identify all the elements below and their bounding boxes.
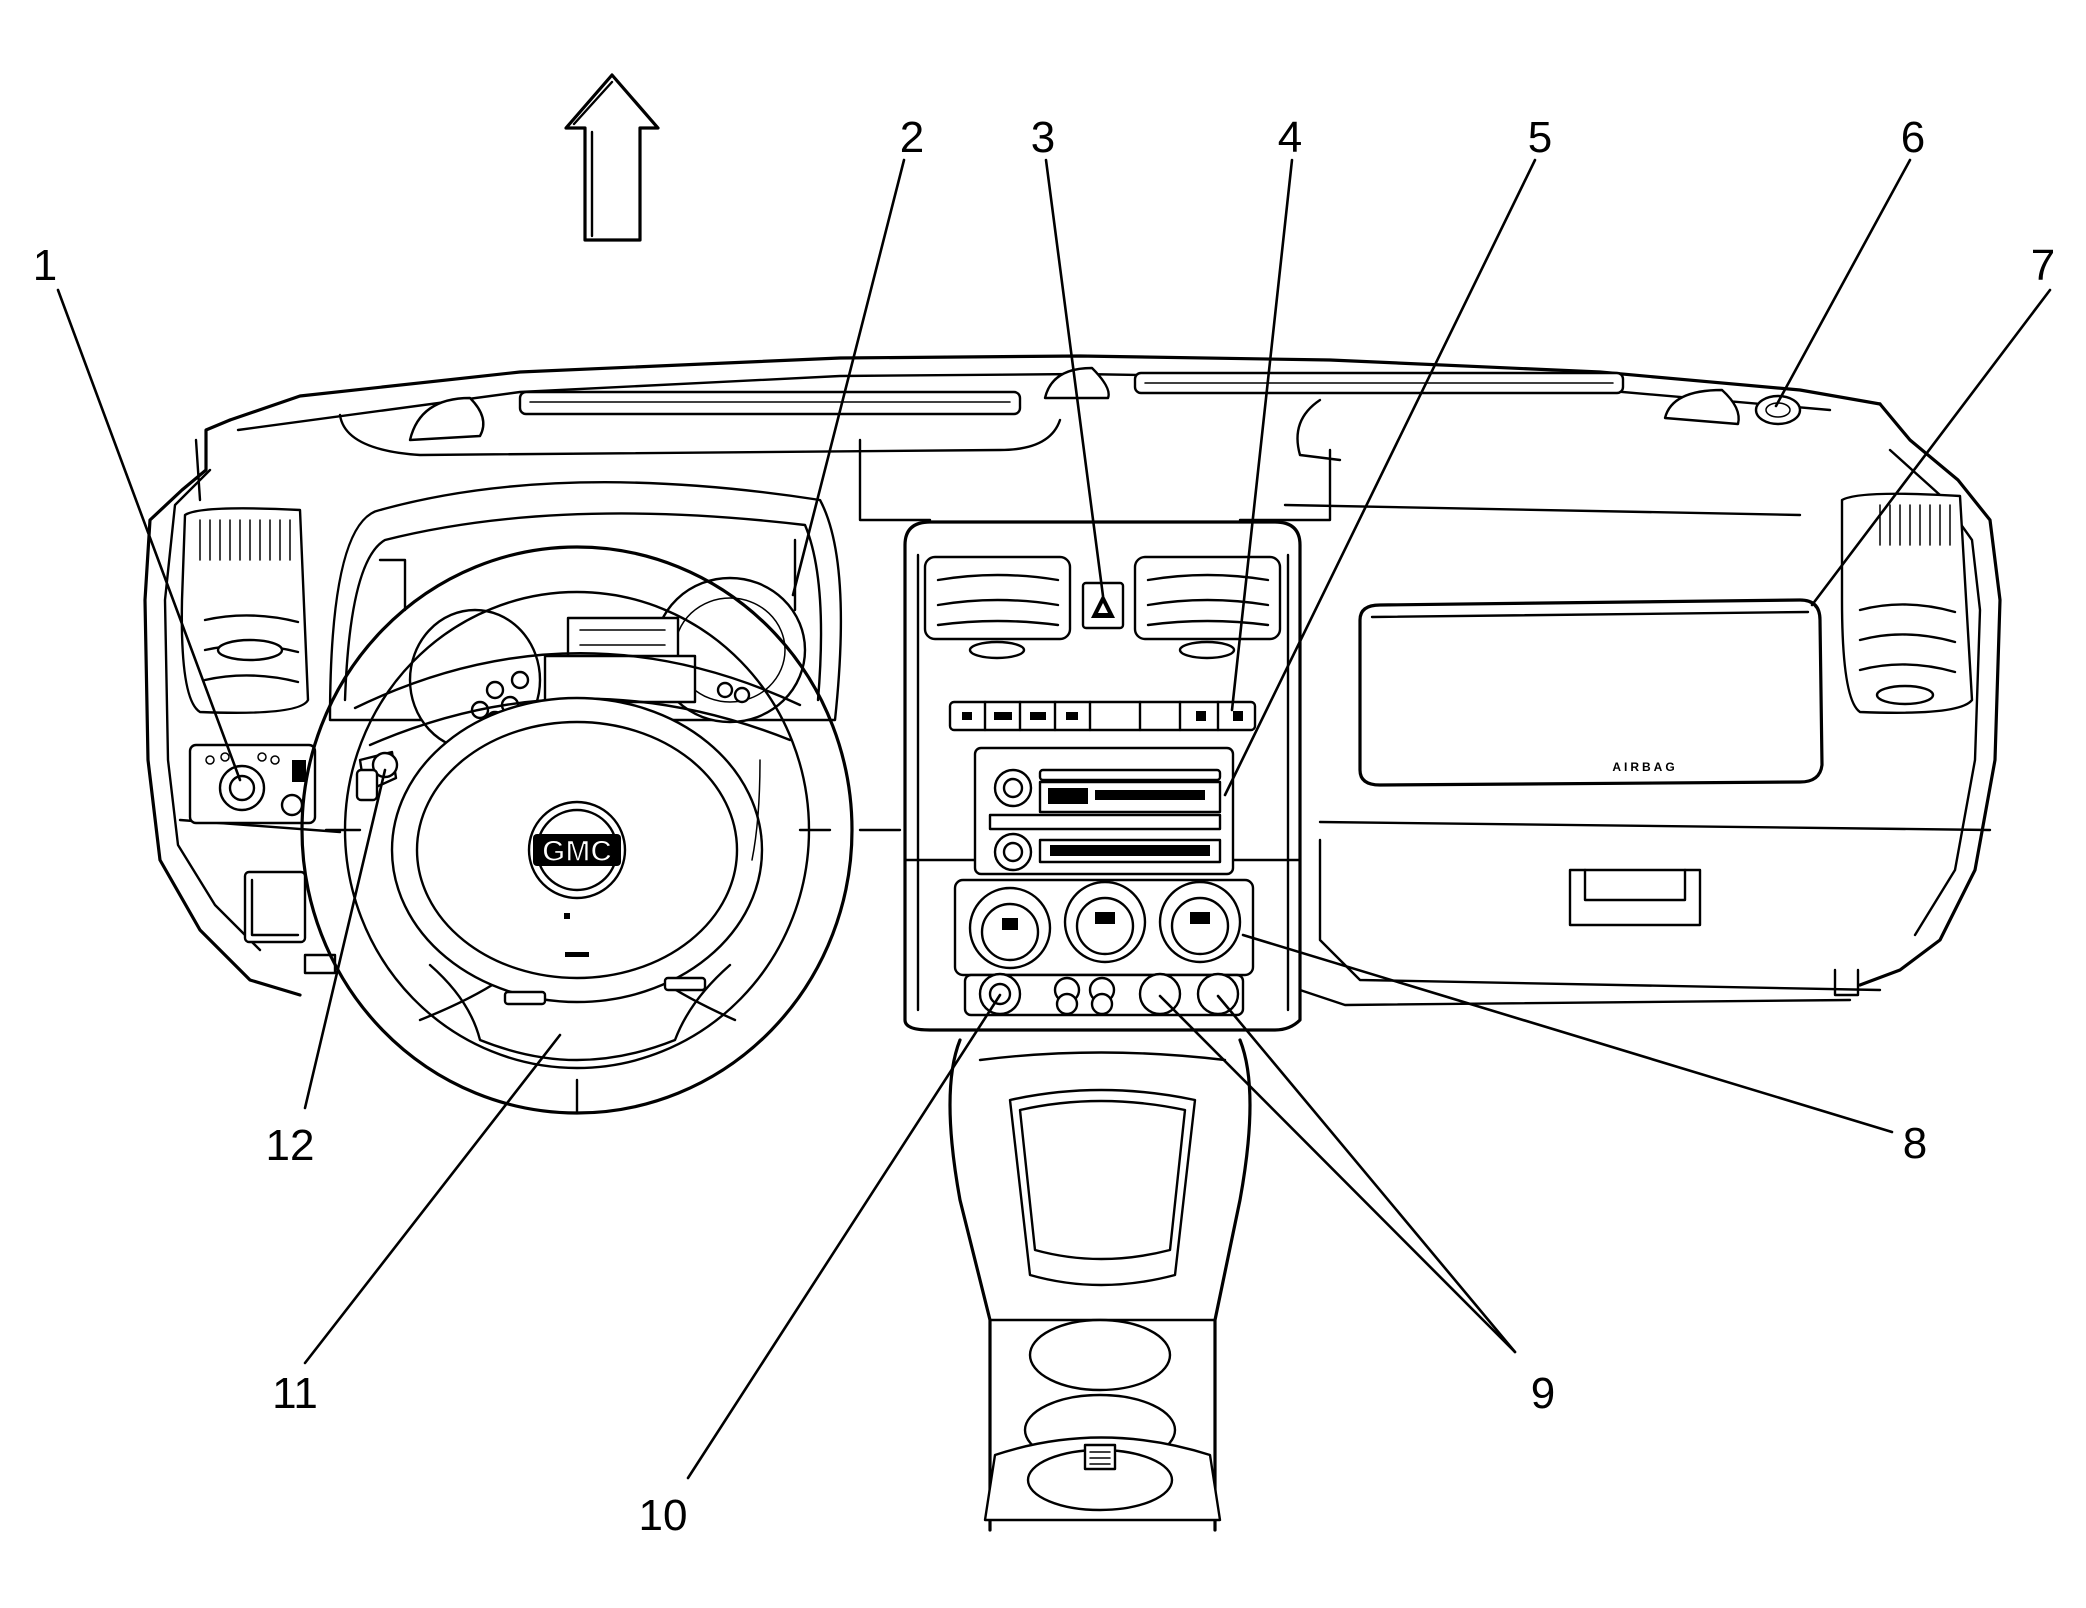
- callout-2: 2: [900, 113, 924, 162]
- callout-9: 9: [1531, 1369, 1555, 1418]
- center-left-vent: [923, 555, 1072, 660]
- knee-bolster-left: [243, 870, 337, 975]
- leader-9b: [1216, 994, 1517, 1354]
- gmc-logo-text: GMC: [542, 835, 612, 868]
- callout-1: 1: [33, 241, 57, 290]
- switch-bank: [948, 700, 1257, 732]
- center-right-vent: [1133, 555, 1282, 660]
- callout-12: 12: [266, 1121, 315, 1170]
- callout-4: 4: [1278, 113, 1302, 162]
- callout-7: 7: [2031, 241, 2055, 290]
- leader-1: [56, 288, 242, 782]
- airbag-label: AIRBAG: [1612, 760, 1677, 774]
- hazard-switch: [1081, 581, 1125, 630]
- leader-10: [686, 993, 1002, 1480]
- lower-control-row: [963, 972, 1245, 1017]
- leader-8: [1241, 933, 1894, 1134]
- steering-wheel: GMC: [300, 545, 854, 1115]
- leader-9a: [1158, 994, 1517, 1354]
- radio: [973, 746, 1235, 876]
- right-air-vent: [1840, 492, 1974, 714]
- leader-6: [1774, 158, 1912, 408]
- glove-box: [1568, 868, 1860, 997]
- hvac-control-knobs: [953, 878, 1255, 977]
- left-vent-louvers: [199, 519, 291, 561]
- leader-4: [1230, 158, 1294, 712]
- leader-12: [303, 768, 387, 1110]
- leader-5: [1223, 158, 1537, 797]
- callout-8: 8: [1903, 1119, 1927, 1168]
- callout-10: 10: [639, 1491, 688, 1540]
- front-direction-arrow: [564, 73, 660, 242]
- leader-11: [303, 1033, 562, 1365]
- callout-5: 5: [1528, 113, 1552, 162]
- headlamp-switch: [188, 743, 317, 825]
- callout-leaders: [56, 158, 2052, 1480]
- floor-console: [948, 1038, 1252, 1532]
- leader-2: [791, 158, 906, 597]
- right-vent-louvers: [1879, 504, 1951, 546]
- callout-numbers: 1 2 3 4 5 6 7 8 9 10 11 12: [33, 113, 2055, 1540]
- callout-11: 11: [272, 1369, 318, 1418]
- left-air-vent: [180, 507, 310, 714]
- leader-7: [1810, 288, 2052, 607]
- center-stack: [903, 520, 1302, 1032]
- callout-6: 6: [1901, 113, 1925, 162]
- callout-3: 3: [1031, 113, 1055, 162]
- passenger-airbag-module: AIRBAG: [1358, 598, 1824, 787]
- turn-signal-lever: [355, 750, 399, 802]
- leader-3: [1044, 158, 1105, 598]
